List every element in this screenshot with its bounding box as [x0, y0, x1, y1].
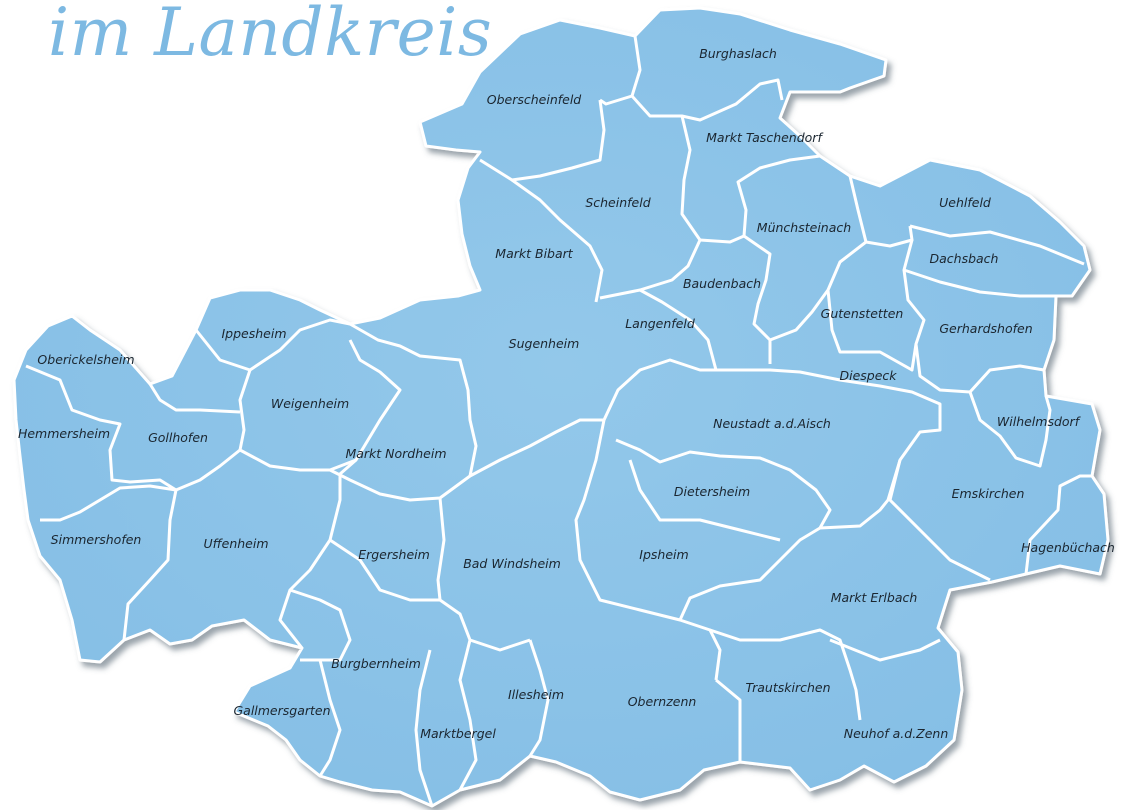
border-line [148, 383, 241, 414]
label-marktbergel[interactable]: Marktbergel [420, 726, 496, 741]
label-ergersheim[interactable]: Ergersheim [358, 547, 430, 562]
label-trautskirchen[interactable]: Trautskirchen [745, 680, 830, 695]
label-gerhardshofen[interactable]: Gerhardshofen [939, 321, 1032, 336]
border-line [615, 438, 832, 621]
label-oberickelsheim[interactable]: Oberickelsheim [37, 352, 134, 367]
label-uffenheim[interactable]: Uffenheim [203, 536, 268, 551]
border-line [709, 628, 862, 721]
label-muenchsteinach[interactable]: Münchsteinach [757, 220, 851, 235]
border-line [122, 489, 178, 641]
label-baudenbach[interactable]: Baudenbach [683, 276, 761, 291]
border-line [903, 268, 1056, 298]
border-line [699, 154, 821, 244]
municipality-labels: Burghaslach Oberscheinfeld Markt Taschen… [18, 46, 1115, 741]
border-line [826, 289, 918, 372]
border-line [574, 419, 722, 681]
border-line [1024, 474, 1092, 575]
label-uehlfeld[interactable]: Uehlfeld [939, 195, 991, 210]
label-emskirchen[interactable]: Emskirchen [952, 486, 1025, 501]
label-ipsheim[interactable]: Ipsheim [639, 547, 688, 562]
label-illesheim[interactable]: Illesheim [508, 687, 564, 702]
map-title: im Landkreis [48, 0, 493, 71]
border-line [278, 458, 357, 649]
label-hemmersheim[interactable]: Hemmersheim [18, 426, 110, 441]
border-line [458, 639, 478, 791]
border-line [329, 538, 440, 602]
label-bad-windsheim[interactable]: Bad Windsheim [463, 556, 561, 571]
label-burghaslach[interactable]: Burghaslach [699, 46, 777, 61]
border-line [511, 178, 604, 303]
border-line [909, 224, 1085, 266]
border-line [769, 240, 867, 342]
label-weigenheim[interactable]: Weigenheim [271, 396, 349, 411]
label-gutenstetten[interactable]: Gutenstetten [821, 306, 904, 321]
label-wilhelmsdorf[interactable]: Wilhelmsdorf [997, 414, 1081, 429]
label-markt-bibart[interactable]: Markt Bibart [495, 246, 573, 261]
label-neuhof[interactable]: Neuhof a.d.Zenn [844, 726, 949, 741]
border-line [902, 239, 1045, 394]
border-line [602, 288, 718, 421]
border-line [716, 368, 942, 530]
label-ippesheim[interactable]: Ippesheim [221, 326, 286, 341]
border-line [414, 649, 434, 807]
border-line [194, 318, 351, 372]
border-line [479, 99, 606, 182]
border-line [888, 459, 991, 582]
label-gollhofen[interactable]: Gollhofen [148, 430, 208, 445]
border-line [528, 639, 550, 757]
border-line [329, 468, 471, 502]
label-hagenbuechach[interactable]: Hagenbüchach [1021, 540, 1115, 555]
border-line [349, 322, 604, 478]
border-line [40, 448, 241, 522]
border-line [715, 678, 742, 762]
municipal-borders [25, 35, 1092, 807]
border-line [968, 391, 1052, 468]
label-burgbernheim[interactable]: Burgbernheim [331, 656, 421, 671]
label-sugenheim[interactable]: Sugenheim [509, 336, 580, 351]
label-simmershofen[interactable]: Simmershofen [51, 532, 142, 547]
border-line [829, 638, 941, 662]
border-line [436, 497, 531, 652]
border-line [848, 175, 914, 248]
label-obernzenn[interactable]: Obernzenn [628, 694, 697, 709]
label-markt-nordheim[interactable]: Markt Nordheim [345, 446, 446, 461]
label-scheinfeld[interactable]: Scheinfeld [585, 195, 650, 210]
border-line [599, 94, 633, 106]
border-line [628, 459, 781, 542]
label-gallmersgarten[interactable]: Gallmersgarten [233, 703, 330, 718]
district-outline [12, 6, 1110, 808]
border-line [630, 35, 784, 122]
district-shape [12, 6, 1110, 808]
label-oberscheinfeld[interactable]: Oberscheinfeld [487, 92, 582, 107]
border-line [25, 364, 177, 492]
label-dietersheim[interactable]: Dietersheim [674, 484, 750, 499]
label-dachsbach[interactable]: Dachsbach [930, 251, 999, 266]
label-langenfeld[interactable]: Langenfeld [625, 316, 695, 331]
border-line [318, 659, 342, 777]
label-diespeck[interactable]: Diespeck [839, 368, 897, 383]
label-neustadt[interactable]: Neustadt a.d.Aisch [713, 416, 831, 431]
label-markt-taschendorf[interactable]: Markt Taschendorf [706, 130, 823, 145]
label-markt-erlbach[interactable]: Markt Erlbach [831, 590, 918, 605]
